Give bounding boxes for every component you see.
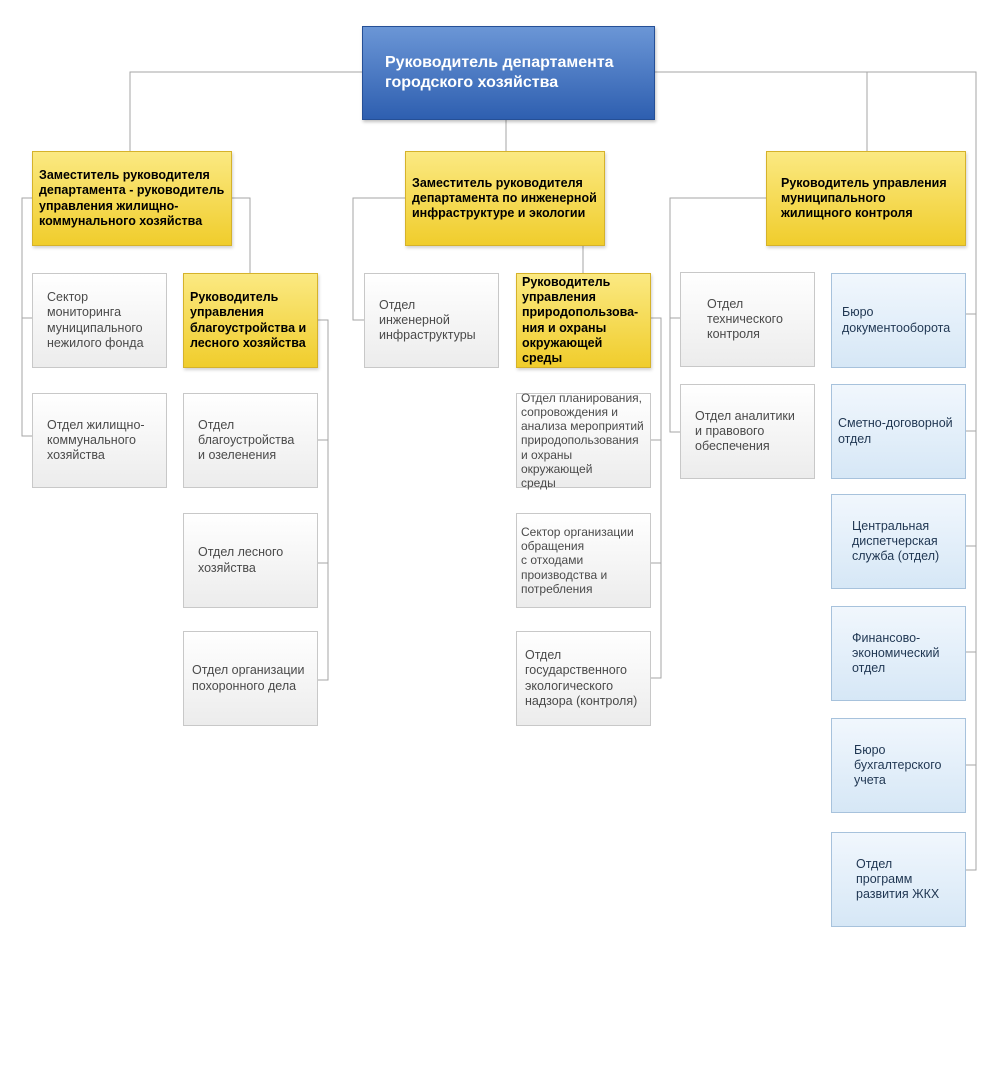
subunit-title: Руководитель управления природопользова-… (522, 274, 639, 365)
direct-unit-box[interactable]: Центральная диспетчерская служба (отдел) (831, 494, 966, 589)
connector-deputy1-subunit (231, 197, 251, 274)
department-box[interactable]: Отдел планирования, сопровождения и анал… (516, 390, 651, 490)
department-label: Отдел организации похоронного дела (192, 663, 305, 693)
connector-direct-units (966, 313, 976, 766)
direct-unit-label: Отдел программ развития ЖКХ (856, 856, 940, 902)
direct-unit-box[interactable]: Бюро бухгалтерского учета (831, 718, 966, 813)
head-box[interactable]: Руководитель департамента городского хоз… (362, 26, 655, 120)
deputy-title: Заместитель руководителя департамента - … (39, 168, 225, 228)
deputy-infrastructure-ecology-box[interactable]: Заместитель руководителя департамента по… (405, 151, 605, 246)
connector-deputy2-departments (352, 197, 406, 321)
direct-unit-label: Бюро документооборота (842, 305, 951, 335)
department-box[interactable]: Отдел жилищно- коммунального хозяйства (32, 393, 167, 488)
head-title: Руководитель департамента городского хоз… (385, 54, 614, 91)
deputy-housing-utilities-box[interactable]: Заместитель руководителя департамента - … (32, 151, 232, 246)
department-label: Отдел технического контроля (707, 296, 783, 342)
direct-unit-box[interactable]: Бюро документооборота (831, 273, 966, 368)
connector-deputy1-departments (21, 197, 33, 437)
department-box[interactable]: Отдел благоустройства и озеленения (183, 393, 318, 488)
department-box[interactable]: Отдел инженерной инфраструктуры (364, 273, 499, 368)
department-label: Отдел лесного хозяйства (198, 545, 284, 575)
direct-unit-label: Финансово- экономический отдел (852, 630, 940, 676)
department-box[interactable]: Отдел аналитики и правового обеспечения (680, 384, 815, 479)
connector-subunit2-departments (650, 317, 662, 679)
deputy-title: Руководитель управления муниципального ж… (781, 175, 947, 221)
department-label: Сектор организации обращения с отходами … (521, 525, 634, 596)
department-label: Сектор мониторинга муниципального нежило… (47, 290, 144, 350)
direct-unit-label: Центральная диспетчерская служба (отдел) (852, 518, 940, 564)
department-label: Отдел планирования, сопровождения и анал… (521, 390, 644, 490)
department-box[interactable]: Отдел государственного экологического на… (516, 631, 651, 726)
department-box[interactable]: Сектор мониторинга муниципального нежило… (32, 273, 167, 368)
direct-unit-label: Сметно-договорной отдел (838, 416, 953, 446)
connector-head-right (654, 71, 977, 871)
subunit-landscaping-box[interactable]: Руководитель управления благоустройства … (183, 273, 318, 368)
connector-subunit1-departments (317, 319, 329, 681)
department-label: Отдел аналитики и правового обеспечения (695, 408, 795, 454)
direct-unit-box[interactable]: Сметно-договорной отдел (831, 384, 966, 479)
department-label: Отдел инженерной инфраструктуры (379, 297, 476, 343)
department-box[interactable]: Отдел технического контроля (680, 272, 815, 367)
department-label: Отдел государственного экологического на… (525, 648, 638, 708)
department-box[interactable]: Отдел организации похоронного дела (183, 631, 318, 726)
department-box[interactable]: Сектор организации обращения с отходами … (516, 513, 651, 608)
connector-deputy3-departments (669, 197, 767, 433)
direct-unit-box[interactable]: Финансово- экономический отдел (831, 606, 966, 701)
department-label: Отдел жилищно- коммунального хозяйства (47, 417, 145, 463)
department-label: Отдел благоустройства и озеленения (198, 417, 295, 463)
direct-unit-label: Бюро бухгалтерского учета (854, 742, 942, 788)
deputy-housing-control-box[interactable]: Руководитель управления муниципального ж… (766, 151, 966, 246)
deputy-title: Заместитель руководителя департамента по… (412, 175, 597, 221)
direct-unit-box[interactable]: Отдел программ развития ЖКХ (831, 832, 966, 927)
subunit-title: Руководитель управления благоустройства … (190, 290, 307, 350)
subunit-nature-management-box[interactable]: Руководитель управления природопользова-… (516, 273, 651, 368)
department-box[interactable]: Отдел лесного хозяйства (183, 513, 318, 608)
connector-head-left (129, 71, 362, 152)
